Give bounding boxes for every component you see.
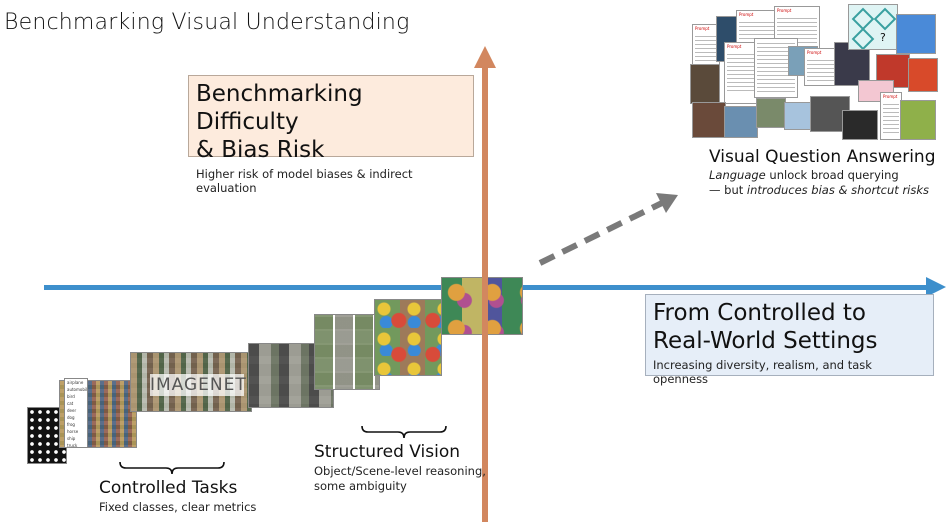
difficulty-bias-box: Benchmarking Difficulty & Bias Risk High… bbox=[188, 75, 474, 195]
class-label: horse bbox=[67, 429, 79, 434]
class-label: frog bbox=[67, 422, 75, 427]
structured-line1: Object/Scene-level reasoning, bbox=[314, 464, 486, 478]
vqa-collage: Prompt Prompt Prompt Prompt Prompt ? Pro… bbox=[688, 2, 940, 142]
vqa-example-card bbox=[896, 14, 936, 54]
object-photos-thumbnail bbox=[248, 343, 334, 408]
vqa-example-card: Prompt bbox=[880, 92, 902, 140]
realworld-subtitle: Increasing diversity, realism, and task … bbox=[653, 358, 872, 386]
vqa-description: Language unlock broad querying — but int… bbox=[709, 168, 929, 198]
realworld-settings-box: From Controlled to Real-World Settings I… bbox=[645, 294, 934, 386]
vqa-line1-text: unlock broad querying bbox=[765, 168, 899, 182]
vqa-example-card bbox=[690, 64, 720, 104]
imagenet-logo: IMAGENET bbox=[150, 374, 247, 396]
vertical-axis-arrowhead bbox=[474, 46, 496, 68]
realworld-title-line2: Real-World Settings bbox=[653, 328, 878, 354]
structured-line2: some ambiguity bbox=[314, 479, 407, 493]
vertical-axis bbox=[482, 60, 488, 522]
class-label: cat bbox=[67, 401, 74, 406]
class-label: automobile bbox=[67, 387, 88, 392]
vqa-line2-prefix: — but bbox=[709, 183, 747, 197]
controlled-tasks-title: Controlled Tasks bbox=[99, 478, 238, 498]
scene-grid-thumbnail bbox=[314, 314, 380, 390]
difficulty-title-line2: & Bias Risk bbox=[196, 137, 325, 163]
structured-vision-title: Structured Vision bbox=[314, 442, 461, 462]
vqa-example-card bbox=[692, 102, 726, 138]
horizontal-axis-arrowhead bbox=[926, 277, 946, 297]
page-title: Benchmarking Visual Understanding bbox=[4, 10, 410, 35]
controlled-tasks-brace bbox=[119, 461, 225, 475]
difficulty-subtitle: Higher risk of model biases & indirect e… bbox=[196, 167, 413, 195]
vqa-example-card bbox=[842, 110, 878, 140]
vqa-example-card bbox=[724, 106, 758, 138]
colorful-scenes-thumbnail bbox=[374, 299, 442, 376]
vqa-example-card bbox=[756, 98, 786, 128]
class-label: bird bbox=[67, 394, 75, 399]
cifar-class-list-thumbnail: airplane automobile bird cat deer dog fr… bbox=[64, 378, 88, 448]
vqa-example-card: Prompt bbox=[724, 42, 758, 104]
structured-vision-description: Object/Scene-level reasoning, some ambig… bbox=[314, 464, 494, 494]
vqa-example-card bbox=[908, 58, 938, 92]
vqa-language-emphasis: Language bbox=[709, 168, 766, 182]
class-label: ship bbox=[67, 436, 76, 441]
class-label: dog bbox=[67, 415, 75, 420]
vqa-example-card: ? bbox=[848, 4, 898, 50]
vqa-bias-emphasis: introduces bias & shortcut risks bbox=[746, 183, 930, 197]
realworld-title-line1: From Controlled to bbox=[653, 300, 866, 326]
class-label: deer bbox=[67, 408, 77, 413]
vqa-example-card bbox=[900, 100, 936, 140]
structured-vision-brace bbox=[361, 425, 447, 439]
class-label: truck bbox=[67, 443, 78, 448]
controlled-tasks-subtitle: Fixed classes, clear metrics bbox=[99, 500, 257, 514]
difficulty-title-line1: Benchmarking Difficulty bbox=[196, 81, 363, 135]
dashed-trend-arrow bbox=[538, 193, 678, 266]
vqa-title: Visual Question Answering bbox=[709, 147, 936, 167]
vqa-example-card: Prompt bbox=[804, 48, 838, 86]
class-label: airplane bbox=[67, 380, 84, 385]
